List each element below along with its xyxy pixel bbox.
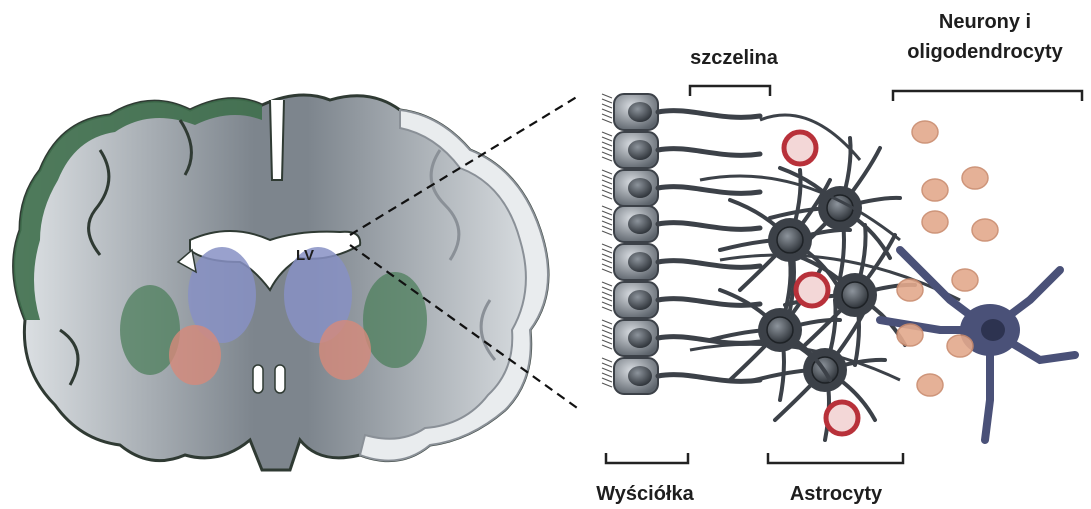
oligodendrocyte [952,269,978,291]
ependymal-cilium [602,206,612,210]
label-astrocytes: Astrocyty [790,483,883,505]
bracket-neurons [893,91,1082,101]
ependymal-cilium [602,254,612,258]
third-ventricle [253,365,263,393]
ependymal-cilium [602,226,612,230]
ependymal-cilium [602,231,612,235]
ependymal-process [658,375,760,382]
ependymal-cilium [602,114,612,118]
basal-red-left [169,325,221,385]
ependymal-cilium [602,269,612,273]
blood-vessel [826,402,858,434]
label-neurons-line2: oligodendrocyty [907,41,1063,63]
ependymal-cilium [602,94,612,98]
bracket-astrocytes [768,453,903,463]
brain-section: LV [14,95,548,470]
ependymal-cilium [602,340,612,344]
ependymal-nucleus [628,140,652,160]
ependymal-cilium [602,221,612,225]
bracket-gap [690,86,770,96]
ependymal-cilium [602,152,612,156]
ependymal-process [658,149,760,156]
ependymal-cilium [602,368,612,372]
ependymal-nucleus [628,366,652,386]
ependymal-nucleus [628,290,652,310]
ependymal-cilium [602,264,612,268]
ependymal-cilium [602,378,612,382]
ependymal-cilium [602,104,612,108]
ependymal-cilium [602,302,612,306]
ependymal-process [658,261,760,268]
cell-diagram [602,94,1075,440]
ependymal-cilium [602,282,612,286]
basal-green-right [363,272,427,368]
ependymal-cilium [602,175,612,179]
oligodendrocyte [917,374,943,396]
ependymal-cilium [602,211,612,215]
ependymal-cilium [602,147,612,151]
blood-vessel [796,274,828,306]
ependymal-cilium [602,195,612,199]
ependymal-cilium [602,292,612,296]
ependymal-nucleus [628,252,652,272]
midline-fissure [270,100,284,180]
oligodendrocyte [897,279,923,301]
astrocyte-nucleus [777,227,803,253]
ependymal-cilium [602,137,612,141]
ependymal-nucleus [628,102,652,122]
lv-label: LV [296,247,314,264]
oligodendrocyte [897,324,923,346]
ependymal-cilium [602,345,612,349]
ependymal-cilium [602,157,612,161]
ependymal-cilium [602,320,612,324]
ependymal-cilium [602,297,612,301]
oligodendrocyte [947,335,973,357]
ependymal-cilium [602,383,612,387]
ependymal-cilium [602,109,612,113]
ependymal-cilium [602,259,612,263]
label-neurons-line1: Neurony i [939,11,1031,33]
ependymal-process [658,223,760,230]
ependymal-cilium [602,132,612,136]
oligodendrocyte [912,121,938,143]
ependymal-process [658,111,760,118]
ependymal-cilium [602,99,612,103]
ependymal-cilium [602,190,612,194]
ependymal-cilium [602,358,612,362]
ependymal-cilium [602,307,612,311]
astrocyte-nucleus [767,317,793,343]
neuron-nucleus [981,319,1005,341]
ependymal-cilium [602,244,612,248]
ependymal-cilium [602,373,612,377]
ependymal-nucleus [628,214,652,234]
ependymal-cilium [602,330,612,334]
oligodendrocyte [972,219,998,241]
oligodendrocyte [962,167,988,189]
third-ventricle [275,365,285,393]
ependymal-cilium [602,249,612,253]
bracket-ependyma [606,453,688,463]
oligodendrocyte [922,211,948,233]
ependymal-cilium [602,216,612,220]
oligodendrocyte [922,179,948,201]
blood-vessel [784,132,816,164]
ependymal-cilium [602,325,612,329]
ependymal-cilium [602,287,612,291]
label-gap: szczelina [690,47,779,69]
ependymal-cilium [602,363,612,367]
label-ependyma: Wyściółka [596,483,694,505]
ependymal-cilium [602,185,612,189]
ependymal-cilium [602,170,612,174]
ependymal-nucleus [628,178,652,198]
ependymal-cilium [602,180,612,184]
ependymal-cilium [602,119,612,123]
ependymal-cilium [602,335,612,339]
astrocyte-nucleus [842,282,868,308]
ependymal-process [658,187,760,194]
astrocyte-nucleus [827,195,853,221]
basal-red-right [319,320,371,380]
ependymal-nucleus [628,328,652,348]
ependymal-cilium [602,142,612,146]
